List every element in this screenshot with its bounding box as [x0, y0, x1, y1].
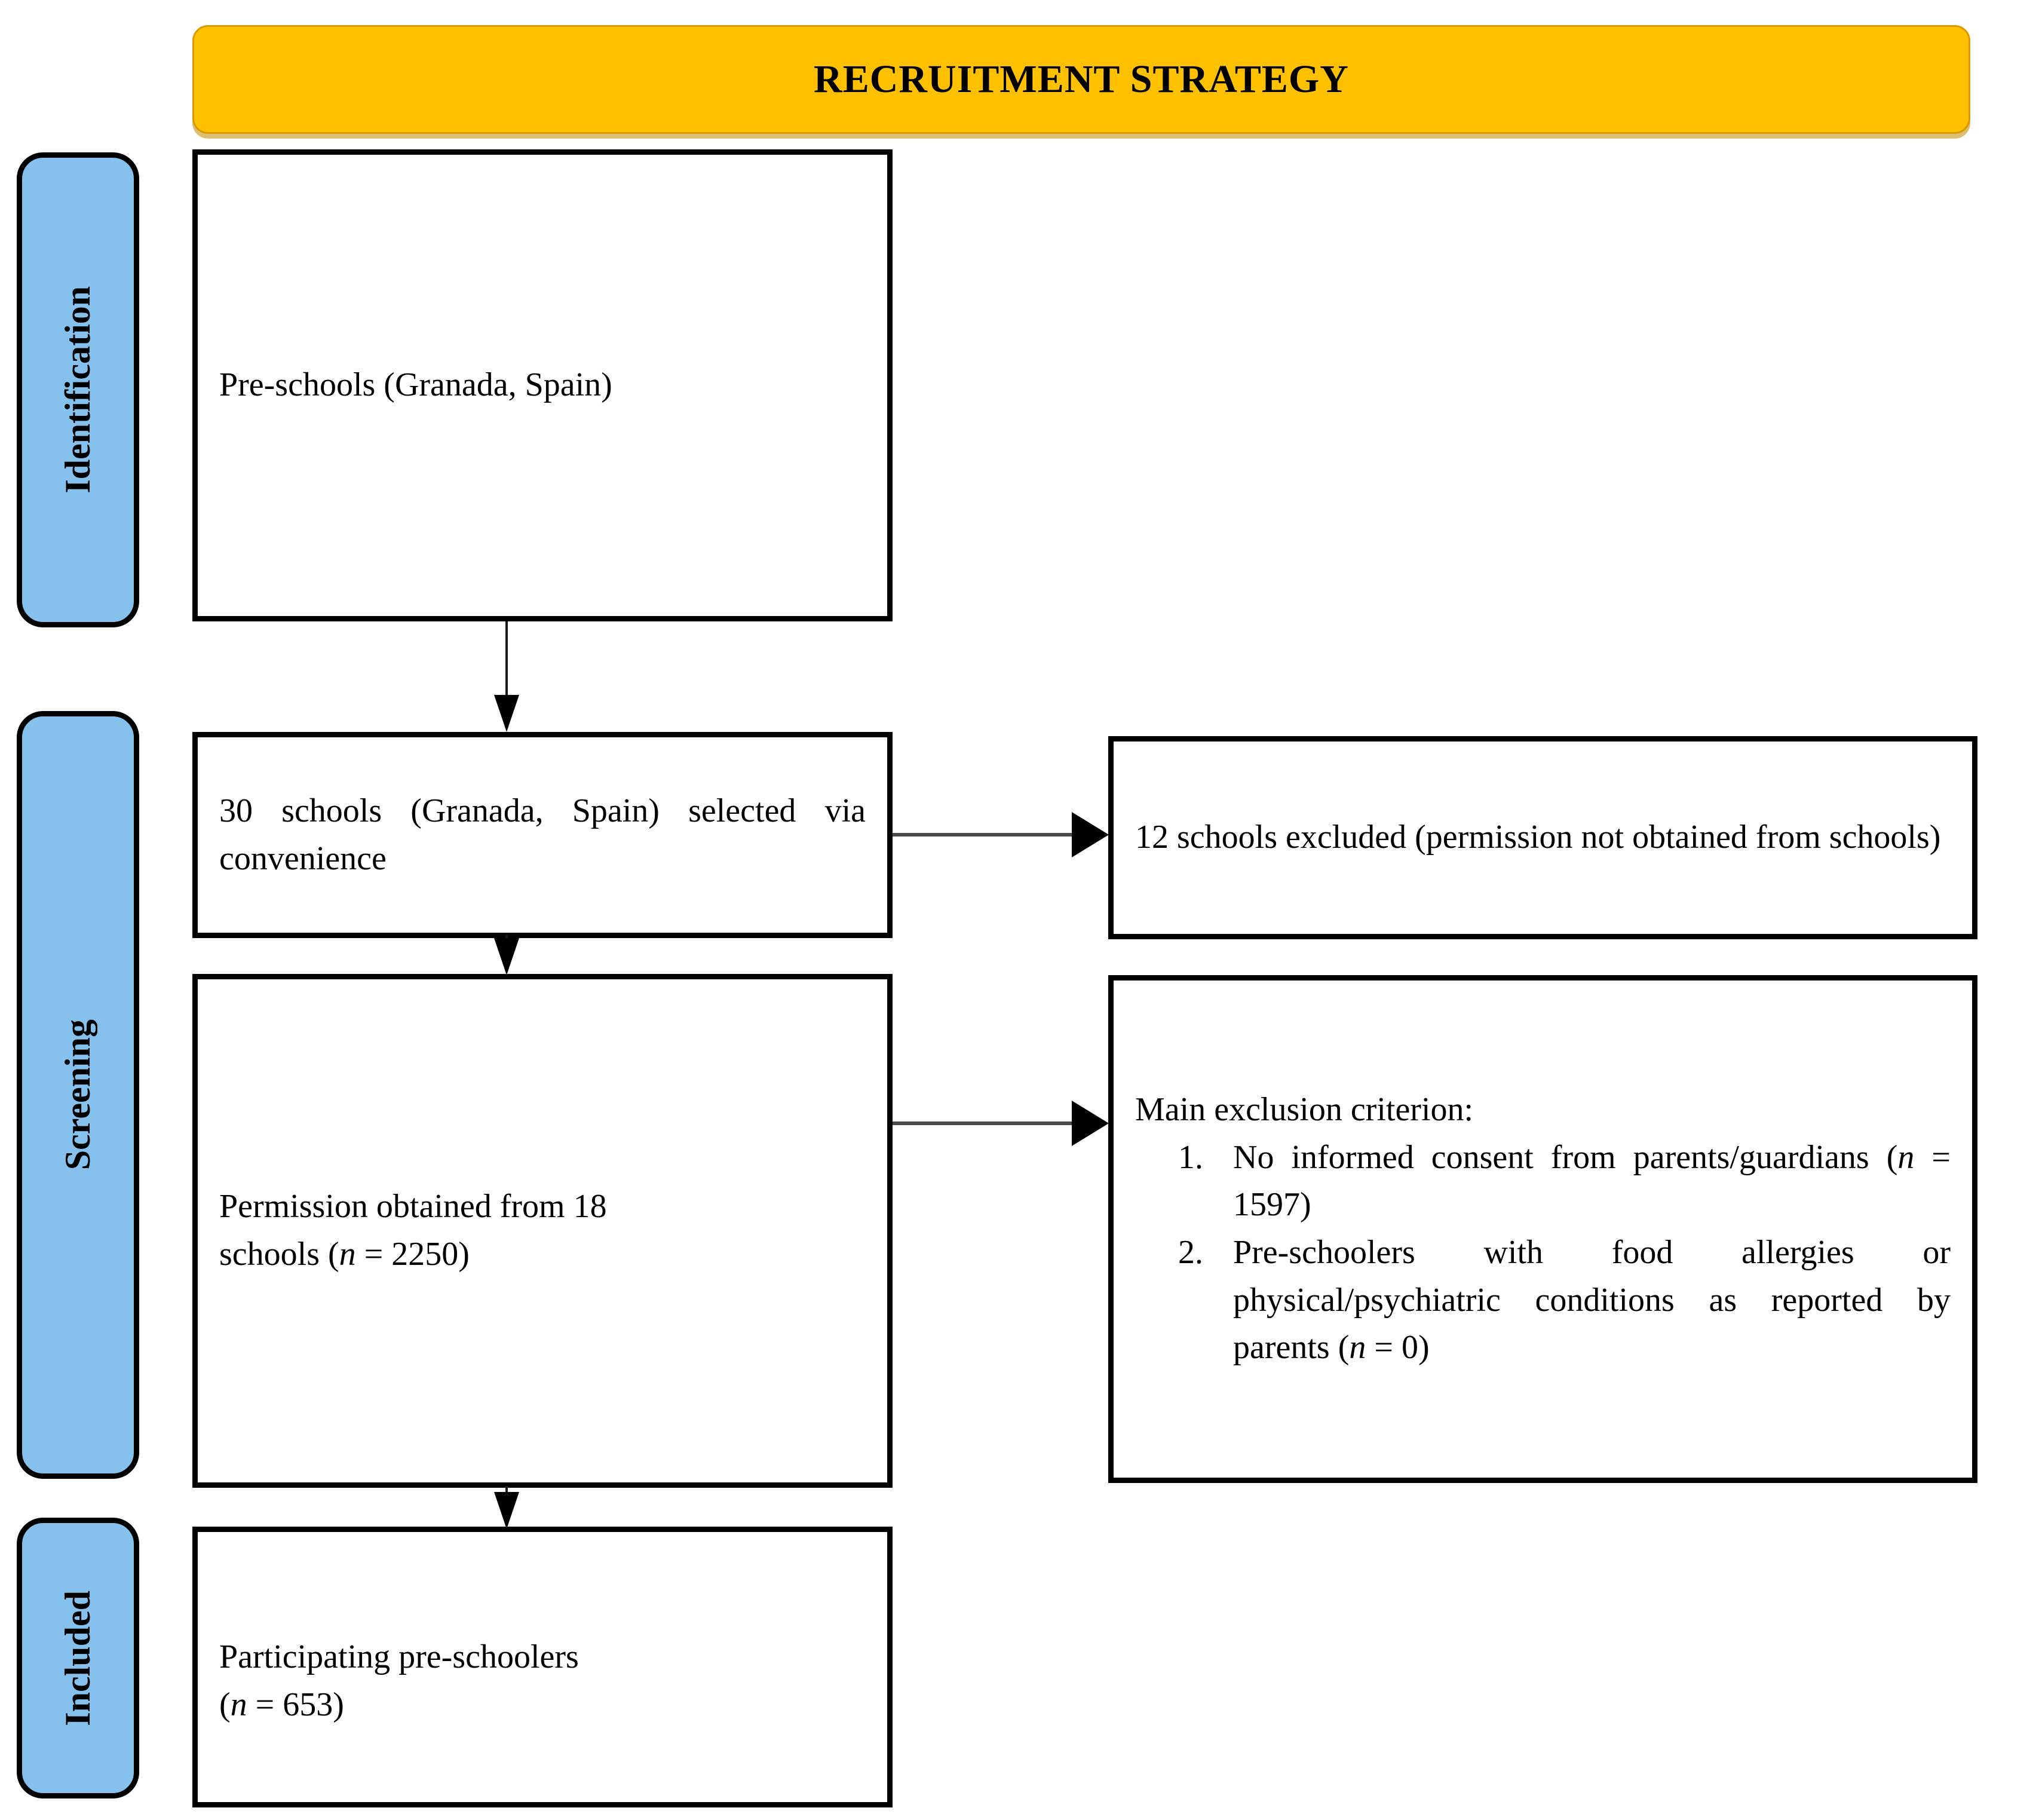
stage-label-text: Screening: [58, 1019, 97, 1171]
exclusion-criteria-heading: Main exclusion criterion:: [1135, 1091, 1474, 1129]
permission-line2-suffix: = 2250): [355, 1236, 470, 1273]
arrowhead-right-icon: [1072, 812, 1109, 857]
criterion-2-text: Pre-schoolers with food allergies or phy…: [1233, 1234, 1951, 1366]
arrowhead-down-icon: [494, 938, 519, 975]
criterion-2-n-italic: n: [1349, 1329, 1366, 1366]
criterion-1-n-italic: n: [1897, 1138, 1915, 1176]
stage-label-screening: Screening: [17, 711, 139, 1479]
stage-label-included: Included: [17, 1518, 139, 1798]
arrowhead-down-icon: [494, 695, 519, 732]
exclusion-criteria-list: No informed consent from parents/guardia…: [1135, 1134, 1951, 1372]
participating-n-italic: n: [230, 1686, 247, 1723]
box-permission-obtained: Permission obtained from 18 schools (n =…: [192, 974, 893, 1488]
arrowhead-down-icon: [494, 1492, 519, 1529]
participating-line2-suffix: = 653): [247, 1686, 344, 1723]
list-item: Pre-schoolers with food allergies or phy…: [1212, 1229, 1951, 1372]
box-schools-excluded-text: 12 schools excluded (permission not obta…: [1135, 819, 1941, 856]
box-schools-excluded: 12 schools excluded (permission not obta…: [1108, 736, 1977, 939]
criterion-1-suffix: = 1597): [1233, 1138, 1951, 1224]
box-preschools: Pre-schools (Granada, Spain): [192, 149, 893, 621]
page-title: RECRUITMENT STRATEGY: [814, 57, 1349, 101]
connector-line: [505, 1486, 508, 1493]
box-permission-line1: Permission obtained from 18: [219, 1188, 607, 1225]
permission-line2-prefix: schools (: [219, 1236, 339, 1273]
stage-label-identification: Identification: [17, 152, 139, 627]
box-preschools-text: Pre-schools (Granada, Spain): [219, 366, 612, 404]
connector-line: [893, 833, 1075, 837]
connector-line: [893, 1122, 1075, 1125]
box-schools-selected: 30 schools (Granada, Spain) selected via…: [192, 732, 893, 938]
arrowhead-right-icon: [1072, 1101, 1109, 1146]
criterion-2-suffix: = 0): [1366, 1329, 1430, 1366]
box-exclusion-criteria: Main exclusion criterion: No informed co…: [1108, 975, 1977, 1483]
box-schools-selected-text: 30 schools (Granada, Spain) selected via…: [219, 792, 866, 877]
box-participating-preschoolers: Participating pre-schoolers (n = 653): [192, 1527, 893, 1807]
recruitment-strategy-banner: RECRUITMENT STRATEGY: [192, 25, 1970, 134]
connector-line: [505, 621, 508, 697]
stage-label-text: Included: [58, 1590, 97, 1726]
criterion-1-text: No informed consent from parents/guardia…: [1233, 1138, 1898, 1176]
box-permission-line2: schools (n = 2250): [219, 1231, 866, 1279]
box-participating-line1: Participating pre-schoolers: [219, 1638, 579, 1675]
participating-line2-prefix: (: [219, 1686, 231, 1723]
stage-label-text: Identification: [58, 286, 97, 494]
list-item: No informed consent from parents/guardia…: [1212, 1134, 1951, 1229]
box-participating-line2: (n = 653): [219, 1681, 866, 1729]
permission-n-italic: n: [339, 1236, 356, 1273]
